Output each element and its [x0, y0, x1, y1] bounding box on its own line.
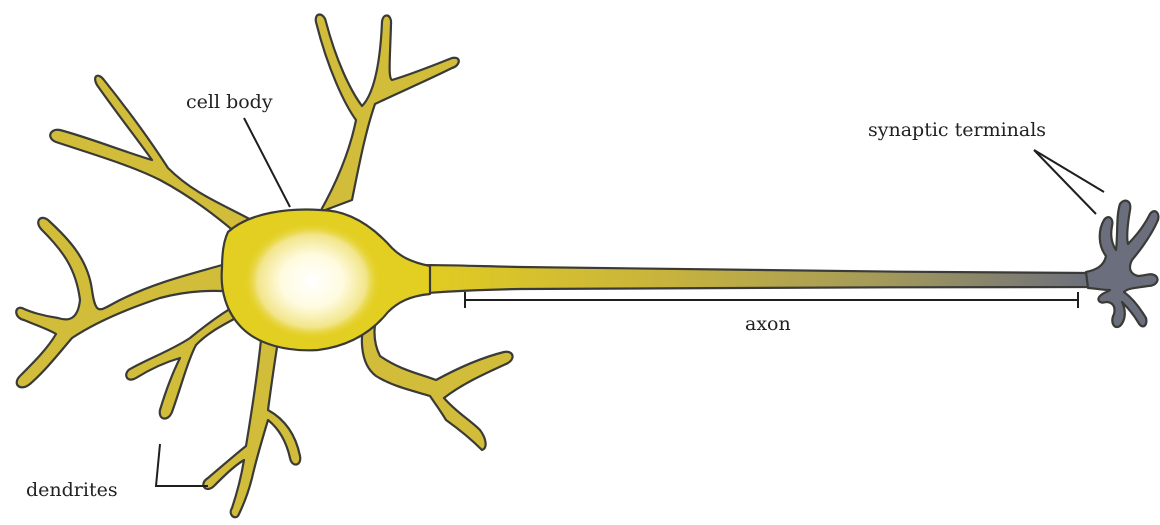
dendrite-lower-right — [362, 300, 513, 450]
nucleus — [244, 223, 380, 339]
cell-body-label: cell body — [186, 91, 273, 113]
dendrite-upper-right — [316, 15, 459, 213]
synaptic-terminals-label: synaptic terminals — [868, 119, 1046, 141]
cell-body-leader — [244, 118, 290, 207]
axon-label: axon — [745, 313, 791, 335]
dendrite-left — [16, 218, 238, 387]
axon-shape — [396, 265, 1090, 296]
synaptic-terminals-shape — [1086, 201, 1158, 327]
dendrites-label: dendrites — [26, 479, 118, 501]
dendrites-leader — [156, 444, 208, 486]
